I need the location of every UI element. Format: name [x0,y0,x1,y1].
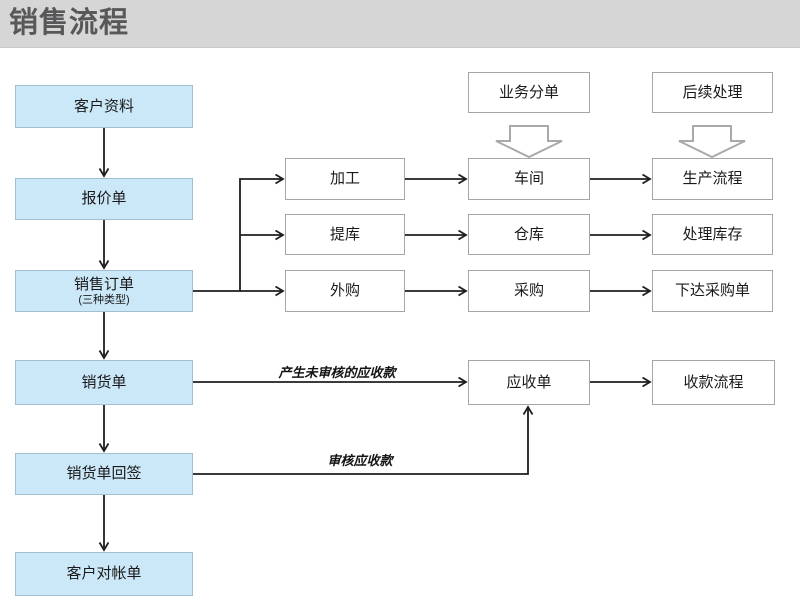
node-label: 客户对帐单 [66,565,142,583]
node-purchasing: 采购 [468,270,590,312]
block-down-arrow-dispatch [495,125,563,159]
edge-label-unaudited-receivable: 产生未审核的应收款 [278,365,396,380]
node-sublabel: (三种类型) [78,293,130,306]
node-label: 处理库存 [682,225,743,243]
node-label: 销货单 [81,373,127,391]
node-dispatch-header: 业务分单 [468,72,590,113]
node-label: 客户资料 [73,97,134,115]
node-customer-statement: 客户对帐单 [15,552,193,596]
node-delivery-receipt: 销货单回签 [15,453,193,495]
node-collection-flow: 收款流程 [652,360,775,405]
node-label: 应收单 [506,373,552,391]
node-label: 生产流程 [682,170,743,188]
node-label: 仓库 [513,225,544,243]
connectors [104,128,650,550]
node-label: 收款流程 [683,373,744,391]
node-label: 车间 [513,170,544,188]
node-issue-po: 下达采购单 [652,270,773,312]
node-delivery-note: 销货单 [15,360,193,405]
node-warehouse: 仓库 [468,214,590,255]
node-workshop: 车间 [468,158,590,200]
node-label: 业务分单 [498,83,559,101]
node-receivable: 应收单 [468,360,590,405]
node-sales-order: 销售订单 (三种类型) [15,270,193,312]
block-down-arrow-followup [678,125,746,159]
node-label: 加工 [329,170,360,188]
node-label: 外购 [329,282,360,300]
node-label: 销货单回签 [66,465,142,483]
edge-label-audit-receivable: 审核应收款 [327,453,393,468]
node-production-flow: 生产流程 [652,158,773,200]
page-title: 销售流程 [9,7,130,39]
node-outsourcing: 外购 [285,270,405,312]
node-label: 后续处理 [682,83,743,101]
node-label: 采购 [513,282,544,300]
edge-receipt-receivable [193,407,528,475]
node-followup-header: 后续处理 [652,72,773,113]
node-quotation: 报价单 [15,178,193,220]
block-arrows [495,125,746,159]
node-label: 销售订单 [73,275,134,293]
node-label: 提库 [329,225,360,243]
title-bar: 销售流程 [0,0,800,48]
node-processing: 加工 [285,158,405,200]
node-pick-stock: 提库 [285,214,405,255]
node-handle-inventory: 处理库存 [652,214,773,255]
node-label: 下达采购单 [674,282,750,300]
node-label: 报价单 [81,190,127,208]
node-customer-info: 客户资料 [15,85,193,128]
